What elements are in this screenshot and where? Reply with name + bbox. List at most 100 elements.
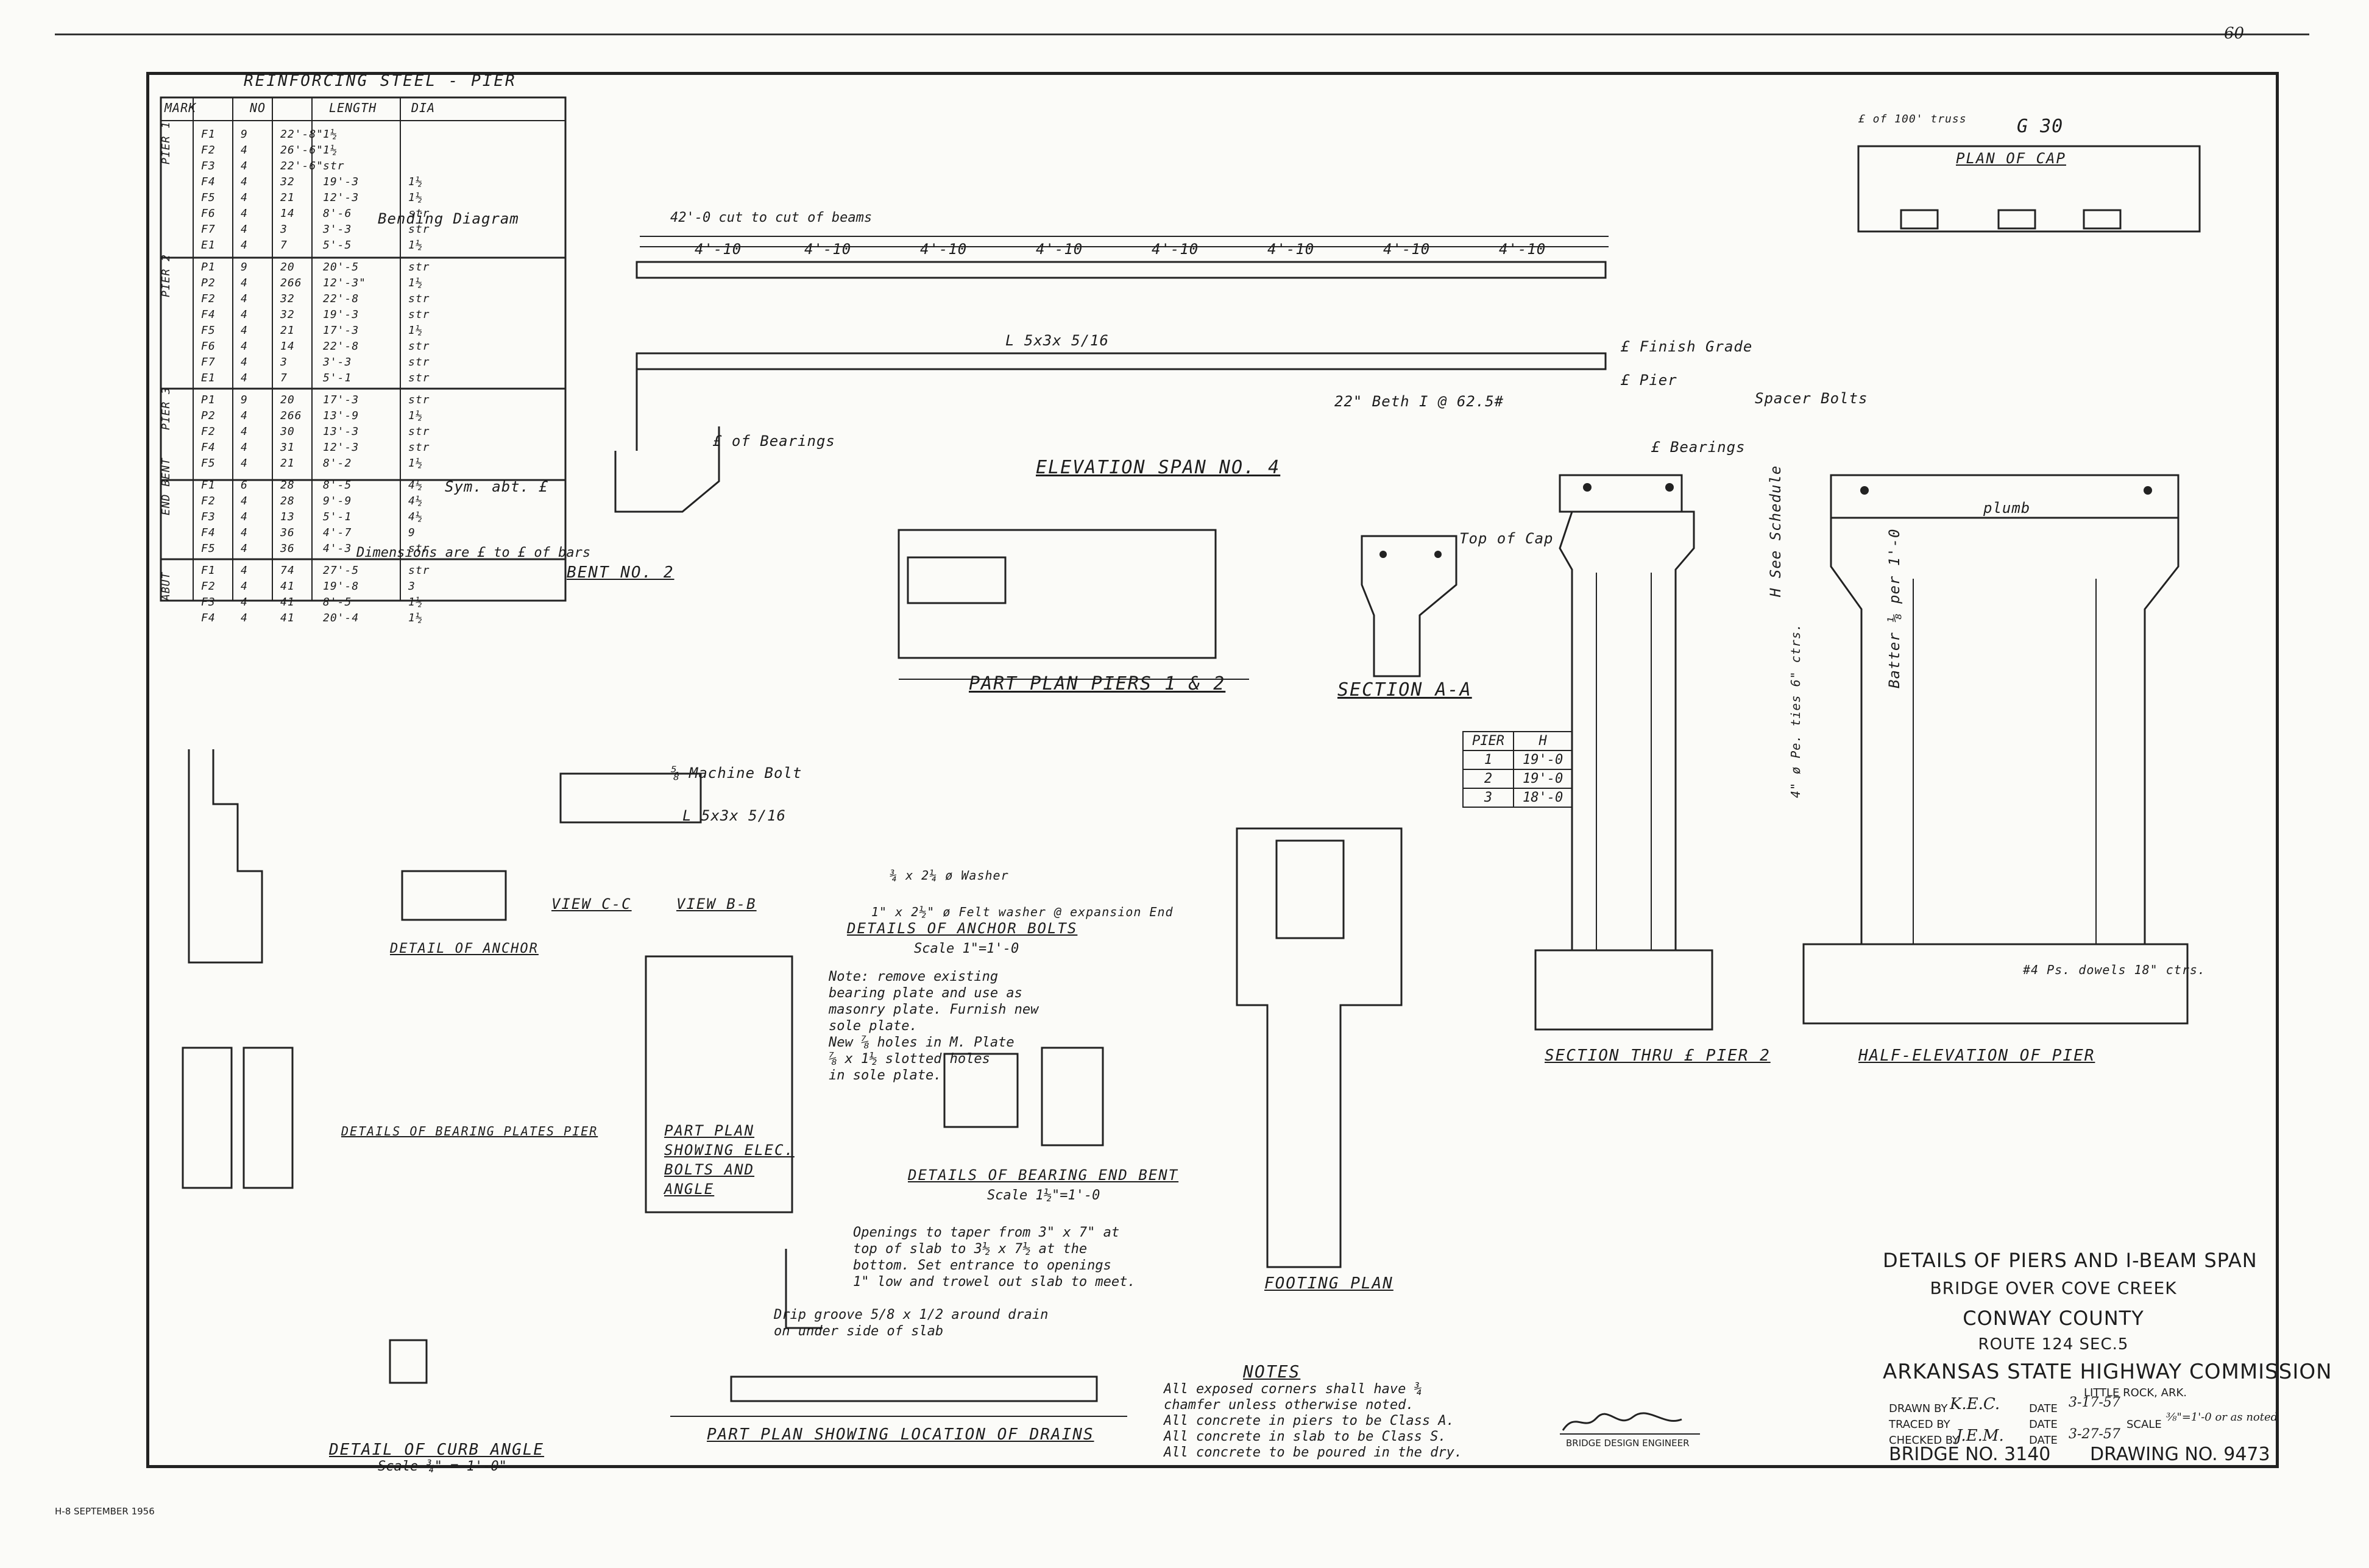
span-dim-6: 4'-10 (1267, 241, 1315, 258)
schedule-cell: F2 (201, 292, 216, 305)
engineer-signature (1560, 1412, 1700, 1435)
schedule-cell: 27'-5 (323, 564, 359, 577)
schedule-cell: 20'-5 (323, 261, 359, 274)
h-cell: 18'-0 (1512, 788, 1573, 808)
note-line: chamfer unless otherwise noted. (1164, 1397, 1414, 1413)
bearing-end-bent-scale: Scale 1½"=1'-0 (987, 1188, 1100, 1203)
schedule-cell: 1½ (408, 277, 423, 289)
schedule-cell: 21 (280, 324, 295, 337)
schedule-cell: 4 (241, 542, 248, 555)
page-number: 60 (2224, 24, 2245, 43)
span-dim-4: 4'-10 (1036, 241, 1083, 258)
schedule-cell: 4 (241, 239, 248, 252)
schedule-cell: 4½ (408, 479, 423, 492)
schedule-cell: 4 (241, 175, 248, 188)
schedule-cell: 41 (280, 596, 295, 609)
bearing-note: Note: remove existing bearing plate and … (829, 969, 1039, 1083)
schedule-cell: 31 (280, 441, 295, 454)
bending-diagram-label: Bending Diagram (378, 210, 519, 227)
schedule-cell: 41 (280, 612, 295, 624)
schedule-cell: str (408, 261, 430, 274)
view-cc-title: VIEW C-C (551, 895, 632, 913)
schedule-cell: 19'-3 (323, 175, 359, 188)
schedule-header: DIA (411, 101, 436, 115)
schedule-cell: P1 (201, 261, 216, 274)
schedule-title: REINFORCING STEEL - PIER (244, 72, 517, 90)
bent-no2-title: BENT NO. 2 (567, 563, 675, 582)
schedule-cell: 4 (241, 425, 248, 438)
schedule-cell: 13 (280, 510, 295, 523)
spacer-bolts-label: Spacer Bolts (1755, 390, 1868, 407)
schedule-header: LENGTH (329, 101, 377, 115)
drip-note: Drip groove 5/8 x 1/2 around drain on un… (774, 1307, 1049, 1339)
schedule-cell: F1 (201, 128, 216, 141)
plan-of-cap-title: PLAN OF CAP (1956, 150, 2066, 167)
schedule-cell: 1½ (408, 457, 423, 470)
schedule-cell: 32 (280, 292, 295, 305)
schedule-header: NO (250, 101, 266, 115)
notes-title: NOTES (1243, 1361, 1301, 1382)
beam-length-label: 42'-0 cut to cut of beams (670, 210, 873, 225)
reinforcing-schedule-table (160, 96, 567, 602)
schedule-cell: 4 (241, 564, 248, 577)
schedule-cell: 19'-8 (323, 580, 359, 593)
schedule-cell: 266 (280, 277, 302, 289)
schedule-cell: str (408, 292, 430, 305)
note-line: All concrete in slab to be Class S. (1164, 1429, 1447, 1444)
deck-slab (636, 352, 1607, 370)
title-line-4: ROUTE 124 SEC.5 (1978, 1335, 2129, 1354)
anchor-washer-label: ¾ x 2¼ ø Washer (890, 868, 1009, 883)
traced-date-label: DATE (2029, 1418, 2058, 1431)
scale-label: SCALE (2126, 1418, 2162, 1431)
schedule-cell: 17'-3 (323, 324, 359, 337)
finish-grade-label: £ Finish Grade (1621, 338, 1753, 355)
dowels-label: #4 Ps. dowels 18" ctrs. (2023, 962, 2206, 977)
schedule-cell: 28 (280, 479, 295, 492)
schedule-cell: 21 (280, 457, 295, 470)
bearing-plates-title: DETAILS OF BEARING PLATES PIER (341, 1124, 598, 1139)
schedule-cell: str (408, 223, 430, 236)
view-angle-label: L 5x3x 5/16 (682, 807, 786, 824)
schedule-cell: 5'-5 (323, 239, 352, 252)
schedule-cell: F7 (201, 223, 216, 236)
schedule-cell: 3 (280, 223, 288, 236)
schedule-cell: 1½ (408, 612, 423, 624)
schedule-cell: 4 (241, 340, 248, 353)
schedule-cell: 4 (241, 441, 248, 454)
schedule-cell: F3 (201, 160, 216, 172)
pier-cell: 1 (1462, 750, 1514, 770)
schedule-cell: F2 (201, 144, 216, 157)
schedule-cell: 1½ (323, 128, 338, 141)
checked-date-label: DATE (2029, 1434, 2058, 1447)
half-elevation-title: HALF-ELEVATION OF PIER (1858, 1047, 2095, 1065)
schedule-cell: 17'-3 (323, 394, 359, 406)
title-line-1: DETAILS OF PIERS AND I-BEAM SPAN (1883, 1249, 2257, 1272)
schedule-cell: 1½ (408, 596, 423, 609)
pier-spacing-label: 4" ø Pe. ties 6" ctrs. (1788, 623, 1803, 798)
beam-top (636, 261, 1607, 279)
schedule-cell: str (408, 340, 430, 353)
schedule-cell: 14 (280, 340, 295, 353)
schedule-cell: str (408, 372, 430, 384)
checked-by-label: CHECKED BY (1889, 1434, 1960, 1447)
schedule-cell: P1 (201, 394, 216, 406)
schedule-cell: 8'-2 (323, 457, 352, 470)
schedule-cell: P2 (201, 409, 216, 422)
schedule-cell: str (408, 441, 430, 454)
schedule-cell: 5'-1 (323, 372, 352, 384)
schedule-cell: F4 (201, 526, 216, 539)
schedule-cell: 4 (241, 277, 248, 289)
cl-pier-label: £ Pier (1621, 372, 1677, 389)
title-line-3: CONWAY COUNTY (1963, 1307, 2144, 1330)
schedule-cell: F5 (201, 542, 216, 555)
note-line: All concrete to be poured in the dry. (1164, 1445, 1463, 1460)
schedule-cell: 4 (241, 207, 248, 220)
span-dim-8: 4'-10 (1499, 241, 1546, 258)
schedule-cell: str (408, 207, 430, 220)
schedule-cell: F4 (201, 441, 216, 454)
schedule-cell: E1 (201, 372, 216, 384)
footing-plan-title: FOOTING PLAN (1264, 1274, 1393, 1293)
schedule-cell: 4'-7 (323, 526, 352, 539)
schedule-cell: 4 (241, 612, 248, 624)
schedule-cell: 3 (280, 356, 288, 369)
